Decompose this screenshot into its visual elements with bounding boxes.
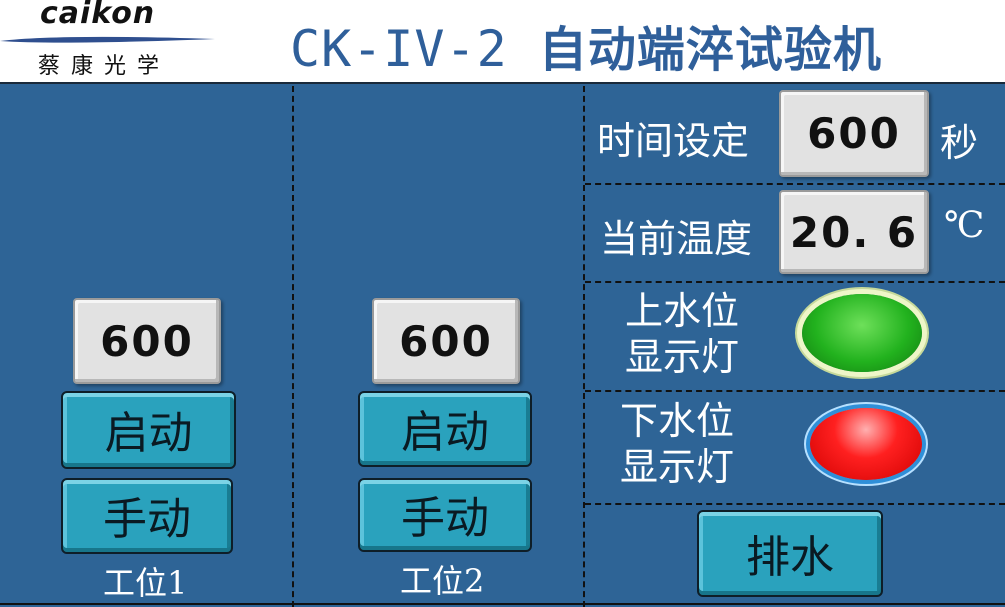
page-title: CK-IV-2 自动端淬试验机 <box>290 10 882 80</box>
header-bar: caikon 蔡康光学 CK-IV-2 自动端淬试验机 <box>0 0 1005 84</box>
station-2-name: 工位2 <box>400 562 485 600</box>
upper-water-label-line-1: 上水位 <box>625 289 740 333</box>
temp-unit-label: ℃ <box>944 205 985 246</box>
lower-water-label-line-2: 显示灯 <box>620 445 735 489</box>
station-1-timer-display[interactable]: 600 <box>73 298 221 384</box>
divider-row-2 <box>585 281 1005 283</box>
station-2-timer-display[interactable]: 600 <box>372 298 520 384</box>
time-unit-label: 秒 <box>940 121 979 165</box>
brand-logo: caikon 蔡康光学 <box>0 0 240 84</box>
station-1-start-label: 启动 <box>104 408 193 459</box>
station-2-manual-label: 手动 <box>401 493 489 544</box>
title-machine-name: 自动端淬试验机 <box>538 22 882 78</box>
drain-button[interactable]: 排水 <box>697 510 883 597</box>
station-1-manual-button[interactable]: 手动 <box>61 478 233 554</box>
drain-button-label: 排水 <box>746 531 834 583</box>
divider-vertical-2 <box>583 86 585 607</box>
lower-water-lamp-icon <box>810 408 922 480</box>
divider-row-1 <box>585 183 1005 185</box>
logo-text: caikon <box>40 0 156 31</box>
divider-row-4 <box>585 503 1005 505</box>
station-2-start-button[interactable]: 启动 <box>358 391 532 467</box>
station-2-start-label: 启动 <box>401 407 489 458</box>
upper-water-label-line-2: 显示灯 <box>625 335 740 379</box>
station-1-manual-label: 手动 <box>103 494 191 545</box>
lower-water-label-line-1: 下水位 <box>620 399 735 443</box>
station-1-name: 工位1 <box>103 564 188 602</box>
divider-row-3 <box>585 390 1005 392</box>
current-temp-display: 20. 6 <box>779 190 929 274</box>
upper-water-lamp-icon <box>802 294 922 372</box>
time-setting-input[interactable]: 600 <box>779 90 929 177</box>
divider-vertical-1 <box>292 86 294 607</box>
logo-swoosh-icon <box>0 36 215 43</box>
time-setting-label: 时间设定 <box>597 119 750 163</box>
upper-water-label: 上水位 显示灯 <box>625 288 739 380</box>
lower-water-label: 下水位 显示灯 <box>620 398 734 490</box>
title-model: CK-IV-2 <box>290 20 508 78</box>
logo-subtitle: 蔡康光学 <box>38 54 171 79</box>
station-1-start-button[interactable]: 启动 <box>61 391 236 469</box>
current-temp-label: 当前温度 <box>600 217 753 261</box>
station-2-manual-button[interactable]: 手动 <box>358 478 532 552</box>
bottom-border <box>0 603 1005 605</box>
